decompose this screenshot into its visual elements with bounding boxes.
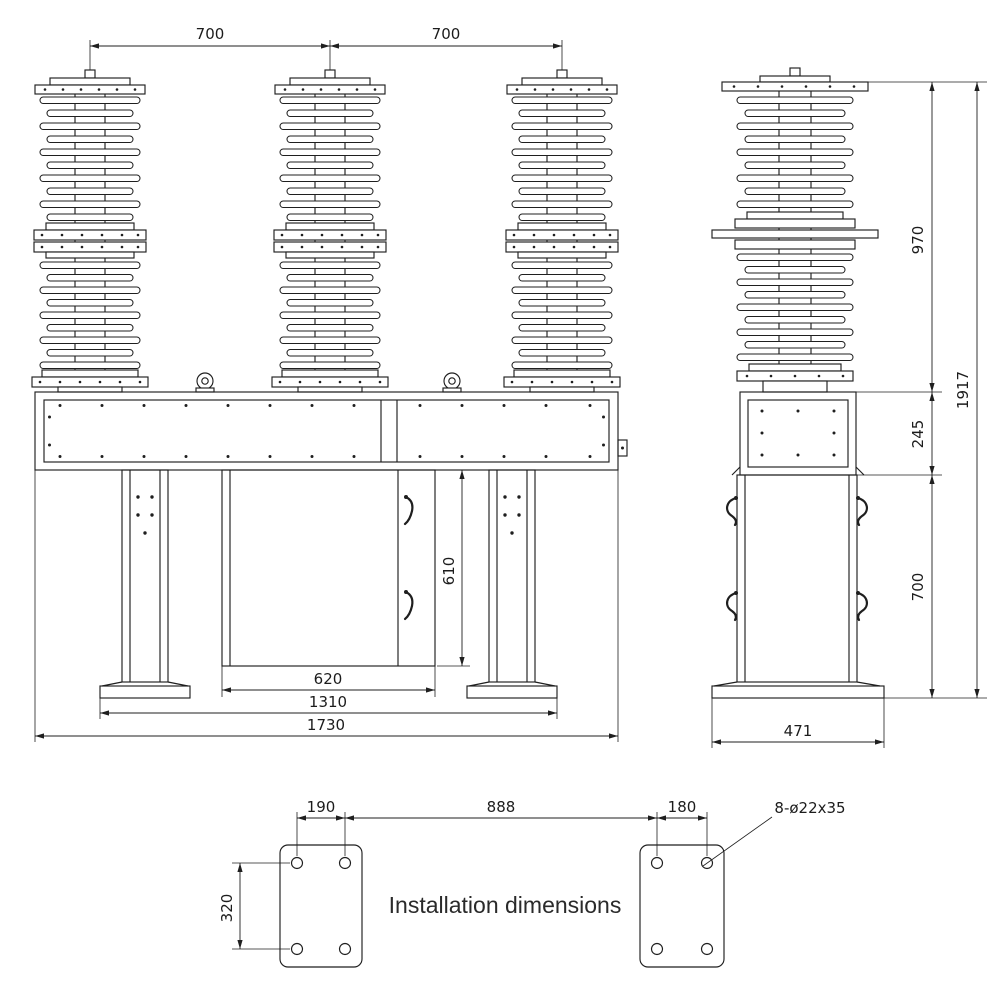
support-leg [466, 469, 558, 699]
side-body [711, 391, 885, 699]
front-dimensions [34, 40, 619, 742]
front-view [31, 40, 628, 742]
dim-plate-gap: 888 [487, 798, 516, 816]
dim-overall-width: 1730 [307, 716, 345, 734]
pole-frame-tank [34, 372, 628, 471]
control-cabinet [221, 469, 436, 667]
side-dimensions [711, 81, 987, 748]
side-view [711, 67, 987, 748]
insulator-column [503, 69, 621, 393]
hole-spec-label: 8-ø22x35 [774, 799, 845, 817]
insulator-column [31, 69, 149, 393]
dim-right-hole-pitch: 180 [668, 798, 697, 816]
insulator-column [271, 69, 389, 393]
installation-caption: Installation dimensions [389, 892, 622, 918]
dim-cabinet-height: 610 [440, 557, 458, 586]
dim-overall-depth: 471 [784, 722, 813, 740]
dim-base-span: 1310 [309, 693, 347, 711]
installation-dimensions [232, 812, 773, 950]
dimension-labels: 700 700 610 620 1310 1730 970 245 700 19… [196, 25, 972, 922]
dim-insulator-height: 970 [909, 226, 927, 255]
dim-pole-spacing-right: 700 [432, 25, 461, 43]
dim-box-height: 245 [909, 420, 927, 449]
dim-overall-height: 1917 [954, 371, 972, 409]
insulator-column-side [711, 67, 879, 393]
dim-vertical-pitch: 320 [218, 894, 236, 923]
dim-left-hole-pitch: 190 [307, 798, 336, 816]
installation-view [232, 812, 773, 968]
mounting-plates [279, 844, 725, 968]
support-leg [99, 469, 191, 699]
dim-frame-height: 700 [909, 573, 927, 602]
dim-pole-spacing-left: 700 [196, 25, 225, 43]
dim-cabinet-width: 620 [314, 670, 343, 688]
